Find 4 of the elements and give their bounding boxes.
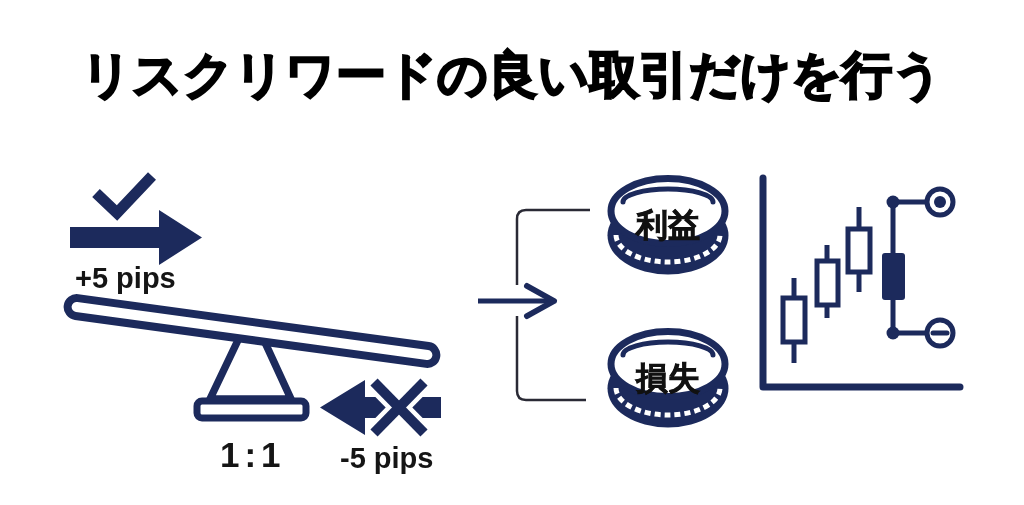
title: リスクリワードの良い取引だけを行う [81, 46, 943, 104]
ratio-label: 1:1 [220, 435, 286, 475]
pip-label: +5 pips [75, 262, 176, 295]
pip-label: -5 pips [340, 442, 434, 475]
